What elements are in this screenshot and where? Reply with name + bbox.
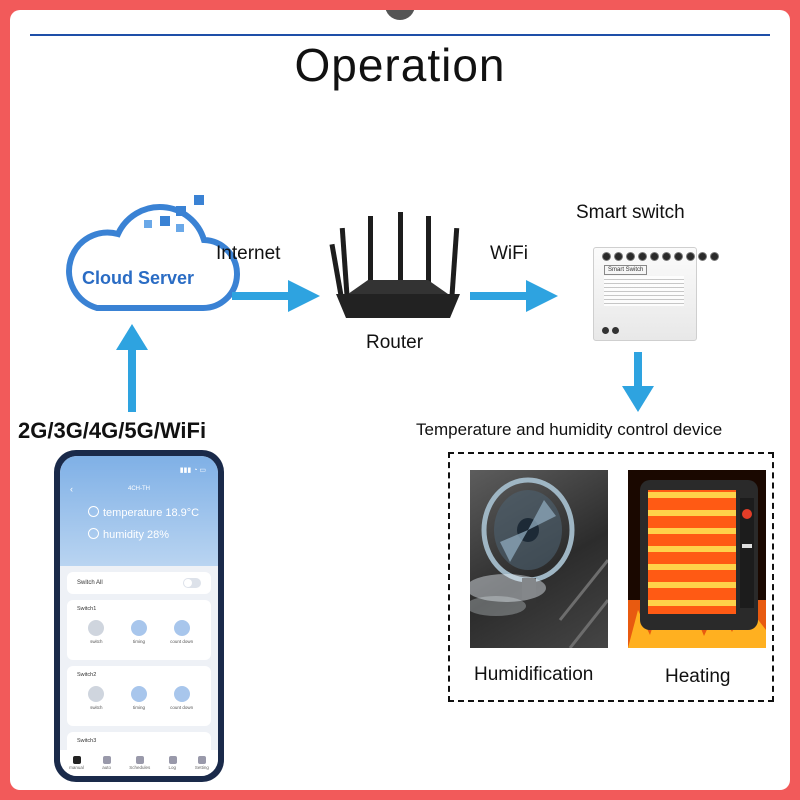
switch-all-panel: Switch All	[67, 572, 211, 594]
router-icon	[329, 212, 460, 318]
tab-schedules[interactable]: Schedules	[129, 756, 150, 770]
cloud-server-label: Cloud Server	[82, 268, 195, 288]
tab-log[interactable]: Log	[168, 756, 177, 770]
switch2-timing-button[interactable]: timing	[119, 686, 159, 710]
app-title: 4CH-TH	[128, 486, 150, 492]
heater-photo	[628, 470, 766, 648]
heater-icon	[628, 480, 766, 648]
internet-label: Internet	[216, 243, 281, 264]
wifi-arrow	[470, 280, 558, 312]
humidity-text: humidity 28%	[103, 529, 170, 541]
tab-manual[interactable]: manual	[69, 756, 84, 770]
smartphone: ▮▮▮ ◔ ▭ ‹ 4CH-TH temperature 18.9°C humi…	[54, 450, 224, 782]
switch-all-toggle[interactable]	[183, 578, 201, 588]
top-divider	[30, 34, 770, 36]
switch2-title: Switch2	[77, 672, 97, 678]
switch3-title: Switch3	[77, 738, 97, 744]
humidification-label: Humidification	[474, 664, 594, 685]
thermometer-icon	[88, 506, 99, 517]
switch-bottom-terminals	[602, 327, 619, 334]
top-knob	[385, 10, 415, 20]
humidity-reading: humidity 28%	[88, 528, 169, 541]
phone-screen: ▮▮▮ ◔ ▭ ‹ 4CH-TH temperature 18.9°C humi…	[60, 456, 218, 776]
cloud-server-icon	[66, 195, 240, 312]
back-icon[interactable]: ‹	[70, 484, 73, 494]
switch1-timing-button[interactable]: timing	[119, 620, 159, 644]
mobile-up-arrow	[116, 324, 148, 412]
tab-setting[interactable]: Setting	[195, 756, 209, 770]
temperature-text: temperature 18.9°C	[103, 507, 200, 519]
switch1-switch-button[interactable]: switch	[76, 620, 116, 644]
diagram-card: Operation Cloud Server Internet Router W…	[10, 10, 790, 790]
switch2-panel: Switch2 switch timing count down	[67, 666, 211, 726]
switch1-countdown-button[interactable]: count down	[162, 620, 202, 644]
temperature-reading: temperature 18.9°C	[88, 506, 199, 519]
app-tab-bar: manual auto Schedules Log Setting	[60, 750, 218, 776]
router-label: Router	[366, 332, 424, 353]
switch1-title: Switch1	[77, 606, 97, 612]
droplet-icon	[88, 528, 99, 539]
switch2-switch-button[interactable]: switch	[76, 686, 116, 710]
switch-all-label: Switch All	[77, 580, 103, 586]
page-title: Operation	[294, 39, 506, 91]
switch-terminals	[602, 252, 719, 261]
device-group-label: Temperature and humidity control device	[416, 420, 723, 439]
switch-device-text: Smart Switch	[604, 265, 648, 275]
status-bar: ▮▮▮ ◔ ▭	[179, 467, 206, 474]
switch1-panel: Switch1 switch timing count down	[67, 600, 211, 660]
heating-label: Heating	[665, 666, 731, 687]
app-header: ▮▮▮ ◔ ▭ ‹ 4CH-TH temperature 18.9°C humi…	[60, 456, 218, 566]
smart-switch-device: Smart Switch	[593, 247, 719, 341]
device-group-box: Humidification Heating	[448, 452, 774, 702]
smart-switch-label: Smart switch	[576, 202, 685, 223]
internet-arrow	[232, 280, 320, 312]
humidifier-fan-photo	[470, 470, 608, 648]
fan-humidifier-icon	[470, 477, 608, 648]
switch-down-arrow	[622, 352, 654, 412]
mobile-connection-label: 2G/3G/4G/5G/WiFi	[18, 418, 207, 443]
tab-auto[interactable]: auto	[102, 756, 111, 770]
switch2-countdown-button[interactable]: count down	[162, 686, 202, 710]
switch-spec-lines	[604, 276, 684, 306]
wifi-label: WiFi	[490, 243, 528, 264]
